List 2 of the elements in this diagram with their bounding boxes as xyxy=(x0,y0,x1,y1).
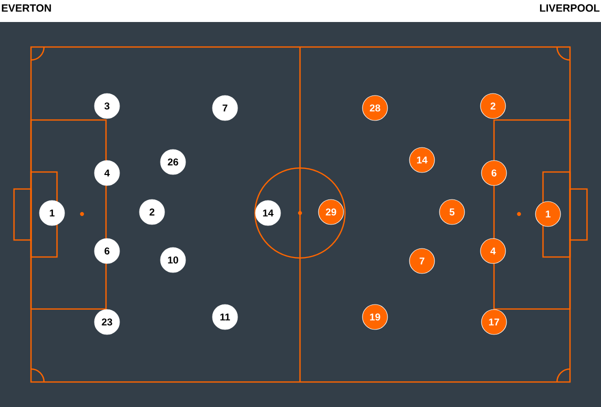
team-name: EVERTON xyxy=(2,4,51,12)
team-name: LIVERPOOL xyxy=(540,4,600,12)
